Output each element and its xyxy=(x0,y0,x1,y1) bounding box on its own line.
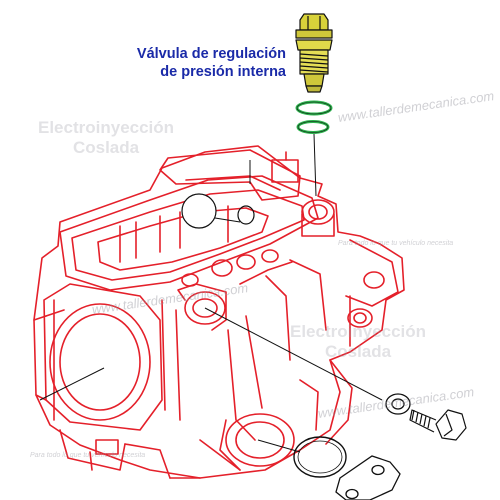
watermark-company-line1: Electroinyección xyxy=(38,118,175,137)
check-ball xyxy=(181,193,217,229)
o-ring-pair xyxy=(295,100,333,134)
watermark-company-2-line1: Electroinyección xyxy=(290,322,427,341)
plug-bolt xyxy=(409,409,467,441)
assembly-line-ball xyxy=(214,217,241,223)
watermark-company: Electroinyección Coslada xyxy=(38,118,174,158)
watermark-tagline-2: Para todo lo que tu vehículo necesita xyxy=(30,452,146,459)
assembly-line-valve xyxy=(313,133,317,197)
title-line-2: de presión interna xyxy=(160,64,286,80)
ball-seat xyxy=(237,205,255,225)
leader-bore xyxy=(39,367,105,401)
watermark-company-line2: Coslada xyxy=(72,138,140,157)
pump-housing xyxy=(33,145,405,479)
lower-o-ring xyxy=(293,436,347,478)
title-line-1: Válvula de regulación xyxy=(136,46,286,62)
watermark-tagline-1: Para todo lo que tu vehículo necesita xyxy=(338,240,454,247)
cover-plate xyxy=(335,455,401,500)
watermark-company-2: Electroinyección Coslada xyxy=(290,322,426,362)
assembly-line-plug xyxy=(204,307,383,401)
watermark-company-2-line2: Coslada xyxy=(324,342,392,361)
sealing-washer xyxy=(385,393,411,415)
leader-lower-port xyxy=(257,439,301,453)
valve-assembly xyxy=(295,13,333,93)
